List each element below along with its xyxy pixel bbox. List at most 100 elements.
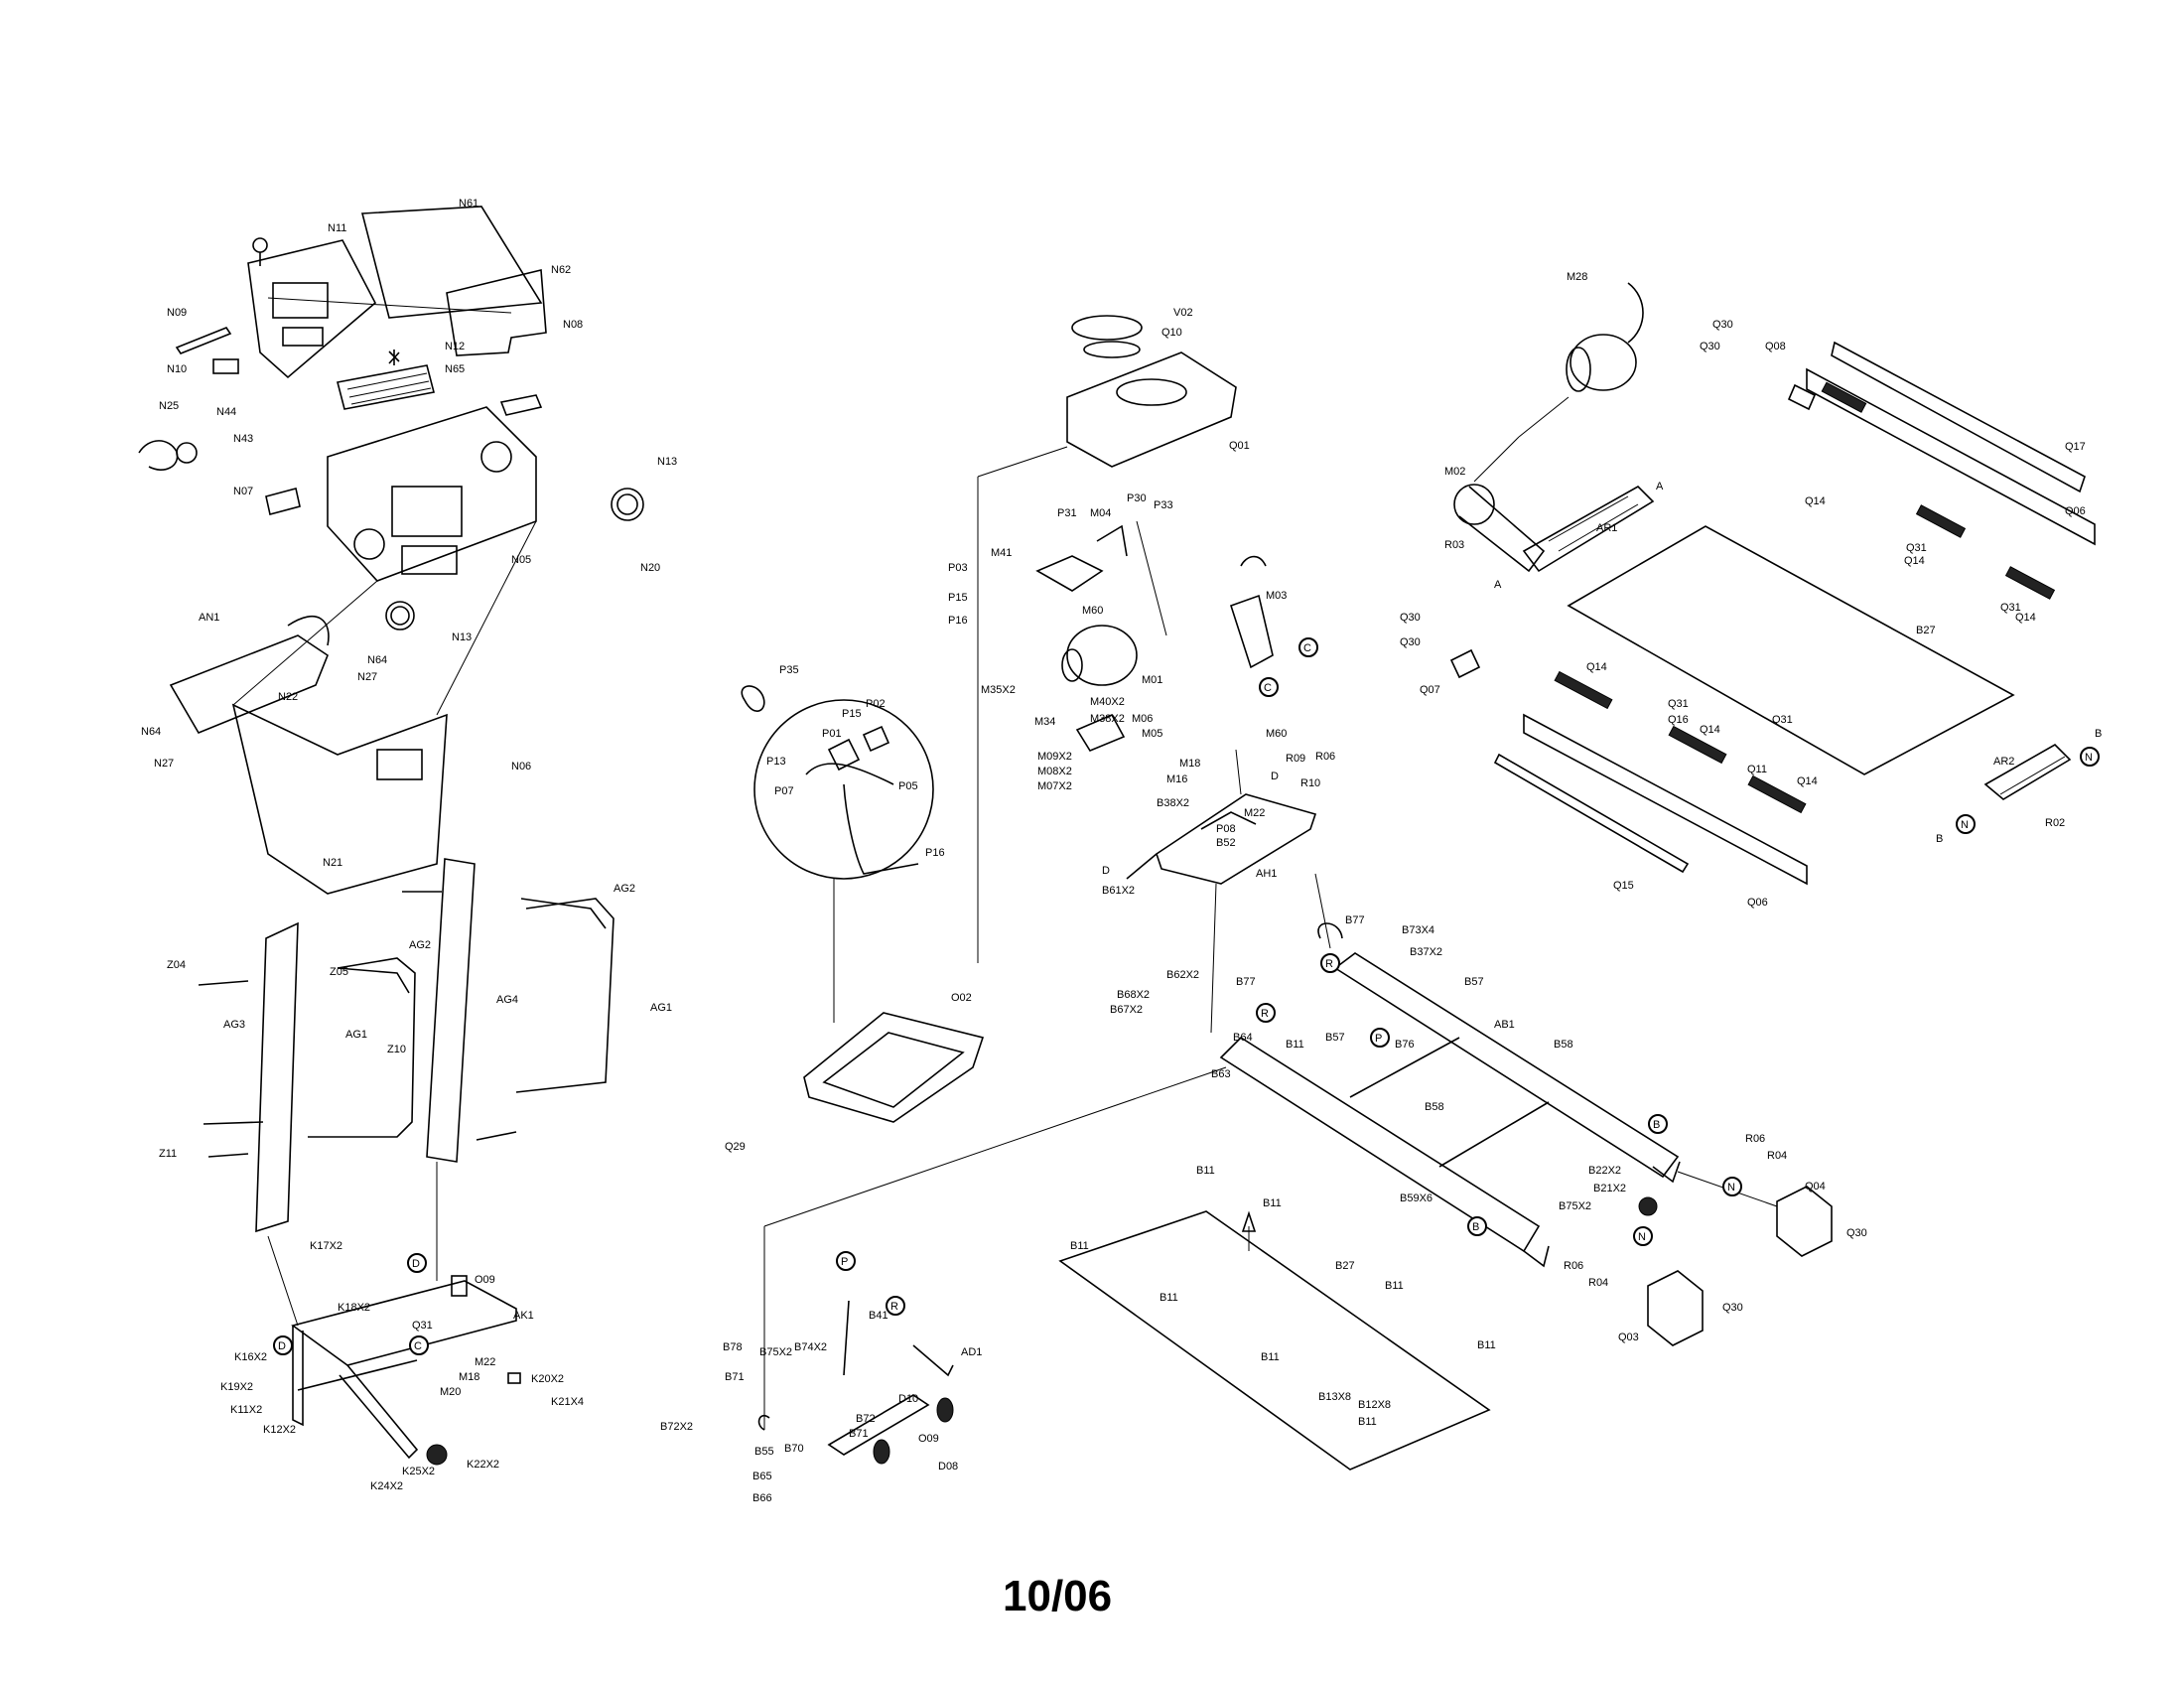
part-label: AB1 — [1494, 1019, 1515, 1031]
leader-line — [267, 1235, 299, 1327]
arrow-up-head — [1241, 1210, 1257, 1232]
part-label: M18 — [459, 1371, 479, 1383]
part-label: N13 — [657, 456, 677, 468]
part-label: K18X2 — [338, 1302, 370, 1314]
part-label: B59X6 — [1400, 1193, 1433, 1204]
part-label: P31 — [1057, 507, 1077, 519]
part-label: M28 — [1567, 271, 1587, 283]
part-label: AD1 — [961, 1346, 982, 1358]
callout-b: B — [2095, 728, 2102, 740]
wire — [1240, 555, 1267, 567]
rail-q15 — [1493, 753, 1690, 874]
part-label: N12 — [445, 341, 465, 352]
part-label: N09 — [167, 307, 187, 319]
part-label: M22 — [475, 1356, 495, 1368]
part-label: B61X2 — [1102, 885, 1135, 897]
part-label: B71 — [725, 1371, 745, 1383]
part-label: K17X2 — [310, 1240, 342, 1252]
callout-n: N — [2085, 752, 2093, 764]
callout-b: B — [1653, 1119, 1660, 1131]
wheel-k22x2 — [426, 1444, 448, 1466]
bracket-m04 — [1096, 524, 1128, 557]
leader-line — [436, 520, 537, 716]
part-label: B11 — [1263, 1197, 1282, 1209]
part-label: B27 — [1916, 625, 1936, 636]
part-label: Q14 — [1797, 775, 1818, 787]
part-label: O09 — [918, 1433, 939, 1445]
roller-knurl — [1999, 756, 2066, 795]
part-label: Q03 — [1618, 1332, 1639, 1343]
part-label: M05 — [1142, 728, 1162, 740]
part-label: B11 — [1286, 1039, 1304, 1051]
roller-knurl — [1548, 495, 1639, 552]
part-label: P33 — [1154, 499, 1173, 511]
part-label: M20 — [440, 1386, 461, 1398]
part-label: Q06 — [1747, 897, 1768, 909]
part-label: N13 — [452, 632, 472, 643]
leader-line — [267, 297, 512, 314]
part-label: B64 — [1233, 1032, 1253, 1044]
fastener-n65 — [388, 350, 400, 365]
part-label: M08X2 — [1037, 766, 1072, 777]
part-label: M02 — [1444, 466, 1465, 478]
part-label: B57 — [1464, 976, 1484, 988]
leader-line — [1518, 396, 1570, 438]
console-assembly — [138, 206, 644, 895]
part-label: N08 — [563, 319, 583, 331]
roller-b22x2 — [1638, 1196, 1658, 1216]
sensor-m03 — [1230, 594, 1274, 669]
motor-plate-ah1 — [1156, 793, 1317, 885]
part-label: B27 — [1335, 1260, 1355, 1272]
callout-c: C — [414, 1340, 422, 1352]
callout-r: R — [1325, 958, 1333, 970]
part-label: N64 — [141, 726, 161, 738]
plate-tab — [1200, 811, 1257, 830]
cap-k20x2 — [507, 1372, 521, 1384]
end-cap-q04 — [1776, 1186, 1833, 1257]
part-label: Q31 — [412, 1320, 433, 1332]
part-label: B66 — [752, 1492, 772, 1504]
part-label: B71 — [849, 1428, 869, 1440]
part-label: B70 — [784, 1443, 804, 1455]
part-label: R02 — [2045, 817, 2065, 829]
controller-m41 — [1035, 555, 1104, 592]
part-label: N27 — [154, 758, 174, 770]
part-label: Q30 — [1400, 612, 1421, 624]
console-keypad — [282, 327, 324, 347]
handrail-ag2-left — [337, 967, 410, 994]
part-label: B67X2 — [1110, 1004, 1143, 1016]
drive-assembly — [1453, 282, 1655, 573]
part-label: B11 — [1070, 1240, 1089, 1252]
grille-slats — [346, 372, 432, 405]
part-label: K24X2 — [370, 1480, 403, 1492]
part-labels: N61 N11 N62 N09 N10 N65 N12 N08 N25 N44 … — [141, 198, 2086, 1504]
part-label: K21X4 — [551, 1396, 584, 1408]
trim-n08 — [499, 394, 543, 416]
ring-n13-upper — [611, 488, 644, 521]
cable-n25 — [138, 440, 179, 471]
part-label: B38X2 — [1157, 797, 1189, 809]
part-label: Q30 — [1712, 319, 1733, 331]
part-label: B58 — [1554, 1039, 1573, 1051]
part-label: M60 — [1266, 728, 1287, 740]
overlay-n61 — [360, 206, 543, 319]
part-label: B62X2 — [1166, 969, 1199, 981]
switch-p02 — [862, 725, 890, 753]
wire-p16 — [843, 783, 919, 875]
part-label: Q31 — [1668, 698, 1689, 710]
main-frame-ab1 — [763, 873, 1681, 1430]
part-label: N21 — [323, 857, 342, 869]
detail-circle — [753, 699, 934, 880]
part-label: Q14 — [1904, 555, 1925, 567]
frame-crossbar — [297, 1359, 418, 1391]
hood-opening — [1116, 378, 1187, 406]
end-caps — [1647, 1171, 1833, 1346]
part-label: N27 — [357, 671, 377, 683]
rear-roller-ar2 — [1983, 744, 2072, 800]
part-label: P15 — [842, 708, 862, 720]
ring-q10 — [1083, 341, 1141, 358]
part-label: M01 — [1142, 674, 1162, 686]
part-label: Q30 — [1400, 636, 1421, 648]
part-label: O09 — [475, 1274, 495, 1286]
grille-n12 — [337, 364, 435, 410]
